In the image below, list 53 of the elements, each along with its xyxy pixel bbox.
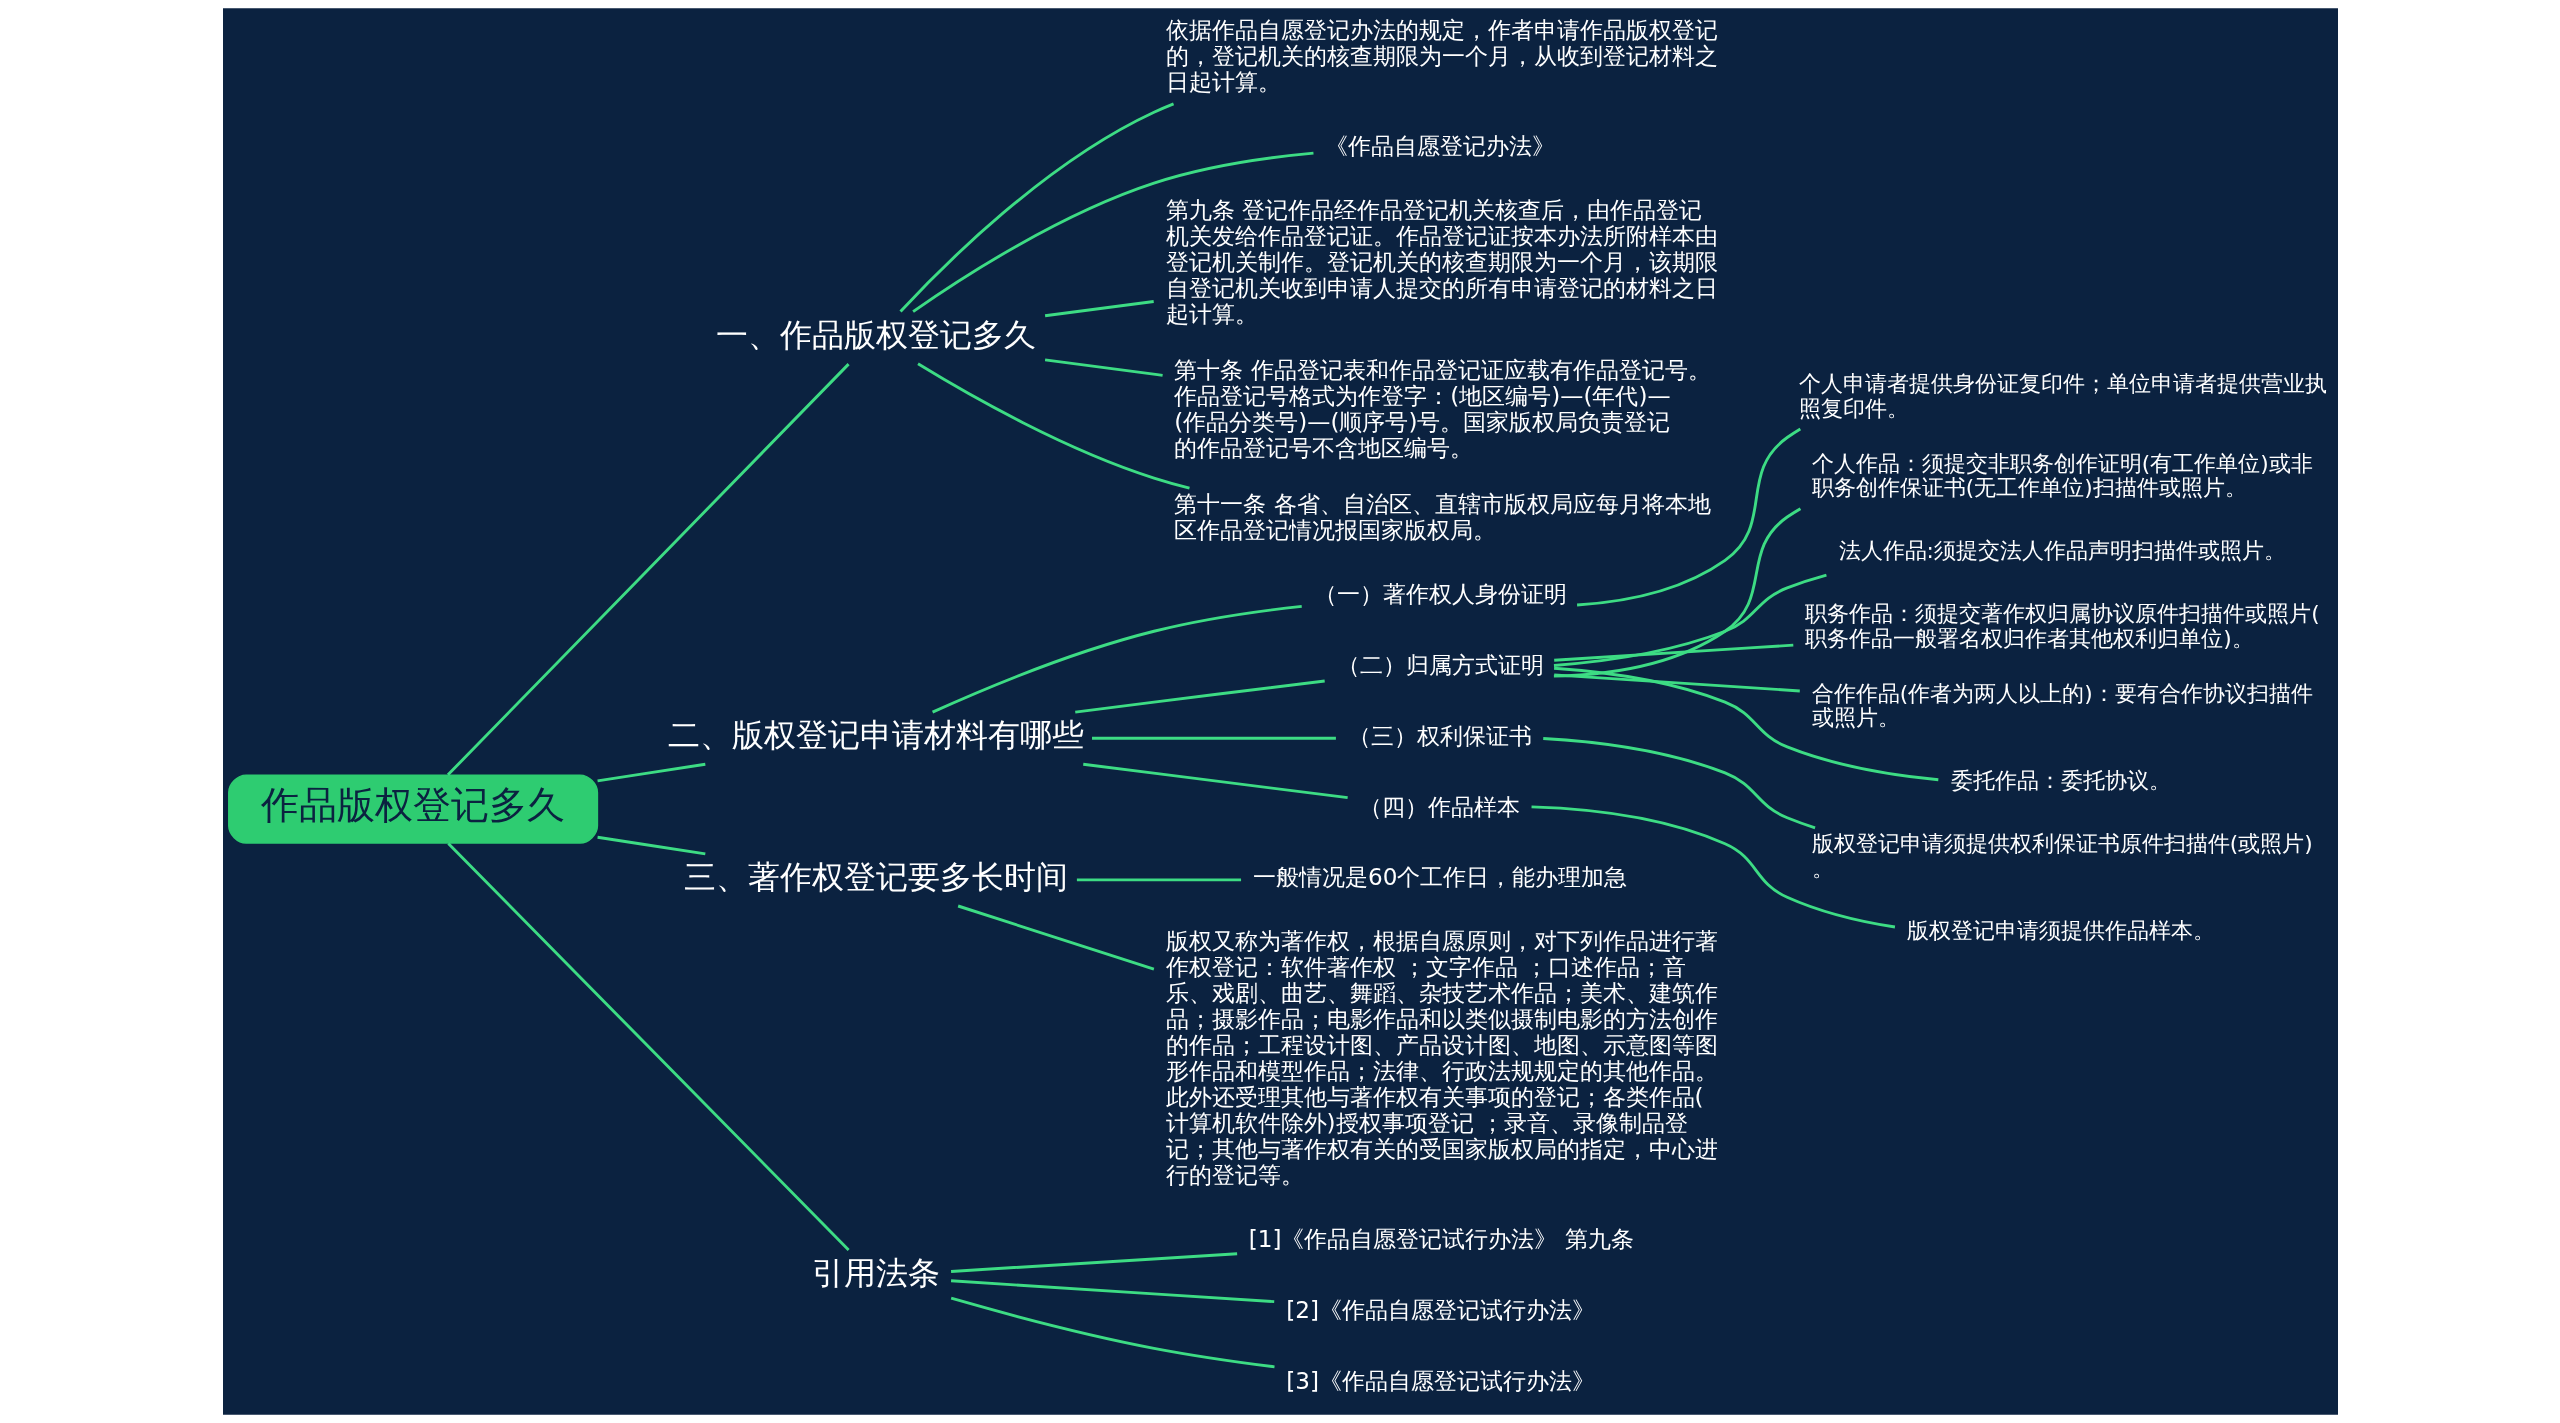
connector <box>1553 643 1793 662</box>
node-text: 版权登记申请须提供作品样本。 <box>1906 918 2215 944</box>
connector <box>1531 805 1895 929</box>
node-text: 第九条 登记作品经作品登记机关核查后，由作品登记机关发给作品登记证。作品登记证按本办法所附样本由登记机关制作。登记机关的核查期限为一个月，该期限自登记机关收到申请人提交的所有申请登记的材料之日起计算。 <box>1165 196 1718 327</box>
connector <box>1091 736 1336 740</box>
node-text: 法人作品:须提交法人作品声明扫描件或照片。 <box>1838 538 2286 564</box>
connector <box>950 1252 1237 1273</box>
node-text: [1]《作品自愿登记试行办法》 第九条 <box>1248 1225 1634 1252</box>
node-text: [2]《作品自愿登记试行办法》 <box>1285 1296 1595 1323</box>
node-text: （四）作品样本 <box>1358 793 1520 820</box>
node-text: 《作品自愿登记办法》 <box>1324 132 1555 159</box>
connector <box>1542 737 1816 830</box>
node-text: 引用法条 <box>811 1254 940 1292</box>
connector <box>911 151 1314 313</box>
connector <box>1044 300 1154 318</box>
node-text: 版权登记申请须提供权利保证书原件扫描件(或照片)。 <box>1811 831 2313 881</box>
connector <box>1553 673 1800 693</box>
node-text: （三）权利保证书 <box>1347 722 1532 749</box>
node-text: 个人作品：须提交非职务创作证明(有工作单位)或非职务创作保证书(无工作单位)扫描件或照片。 <box>1811 450 2313 501</box>
connector <box>1553 573 1827 667</box>
node-box: 作品版权登记多久 <box>227 774 598 844</box>
node-text: 合作作品(作者为两人以上的)：要有合作协议扫描件或照片。 <box>1811 680 2313 731</box>
node-text: 委托作品：委托协议。 <box>1950 768 2171 794</box>
connector <box>446 363 850 776</box>
connector <box>1076 878 1241 882</box>
node-text: [3]《作品自愿登记试行办法》 <box>1285 1367 1595 1394</box>
node-text: （一）著作权人身份证明 <box>1313 581 1567 608</box>
connector <box>1074 679 1325 714</box>
connector <box>1576 427 1801 607</box>
connector <box>1553 507 1801 678</box>
connector <box>1044 358 1163 377</box>
connector <box>1553 666 1938 782</box>
node-text: （二）归属方式证明 <box>1336 651 1544 678</box>
node-text: 第十一条 各省、自治区、直辖市版权局应每月将本地区作品登记情况报国家版权局。 <box>1173 491 1711 544</box>
connector <box>446 842 850 1251</box>
node-text: 一、作品版权登记多久 <box>715 315 1036 353</box>
node-text: 依据作品自愿登记办法的规定，作者申请作品版权登记的，登记机关的核查期限为一个月，从收到登记材料之日起计算。 <box>1165 17 1718 96</box>
connector <box>950 1296 1275 1369</box>
connector <box>950 1279 1274 1304</box>
node-text: 职务作品：须提交著作权归属协议原件扫描件或照片(职务作品一般署名权归作者其他权利归单位)。 <box>1804 601 2320 651</box>
connector <box>596 835 706 856</box>
node-text: 三、著作权登记要多长时间 <box>683 858 1068 896</box>
connector <box>957 904 1154 971</box>
connector <box>1082 762 1348 800</box>
node-text: 版权又称为著作权，根据自愿原则，对下列作品进行著作权登记：软件著作权 ；文字作品 ；口述作品；音乐、戏剧、曲艺、舞蹈、杂技艺术作品；美术、建筑作品；摄影作品；电影作品和以类似摄制电影的方法创作的作品；工程设计图、产品设计图、地图、示意图等图形作品和模型作品；法律、行政法规规定的其他作品。此外还受理其他与著作权有关事项的登记；各类作品(计算机软件除外)授权事项登记 ；录音、录像制品登记；其他与著作权有关的受国家版权局的指定，中心进行的登记等。 <box>1165 928 1718 1189</box>
connector <box>931 604 1302 714</box>
connector <box>596 762 706 783</box>
connector <box>916 362 1190 490</box>
node-text: 一般情况是60个工作日，能办理加急 <box>1252 864 1627 891</box>
node-text: 第十条 作品登记表和作品登记证应载有作品登记号。作品登记号格式为作登字：(地区编号)—(年代)—(作品分类号)—(顺序号)号。国家版权局负责登记的作品登记号不含地区编号。 <box>1173 356 1711 462</box>
node-text: 个人申请者提供身份证复印件；单位申请者提供营业执照复印件。 <box>1798 371 2327 421</box>
connector <box>898 102 1174 313</box>
node-text: 二、版权登记申请材料有哪些 <box>667 716 1084 754</box>
